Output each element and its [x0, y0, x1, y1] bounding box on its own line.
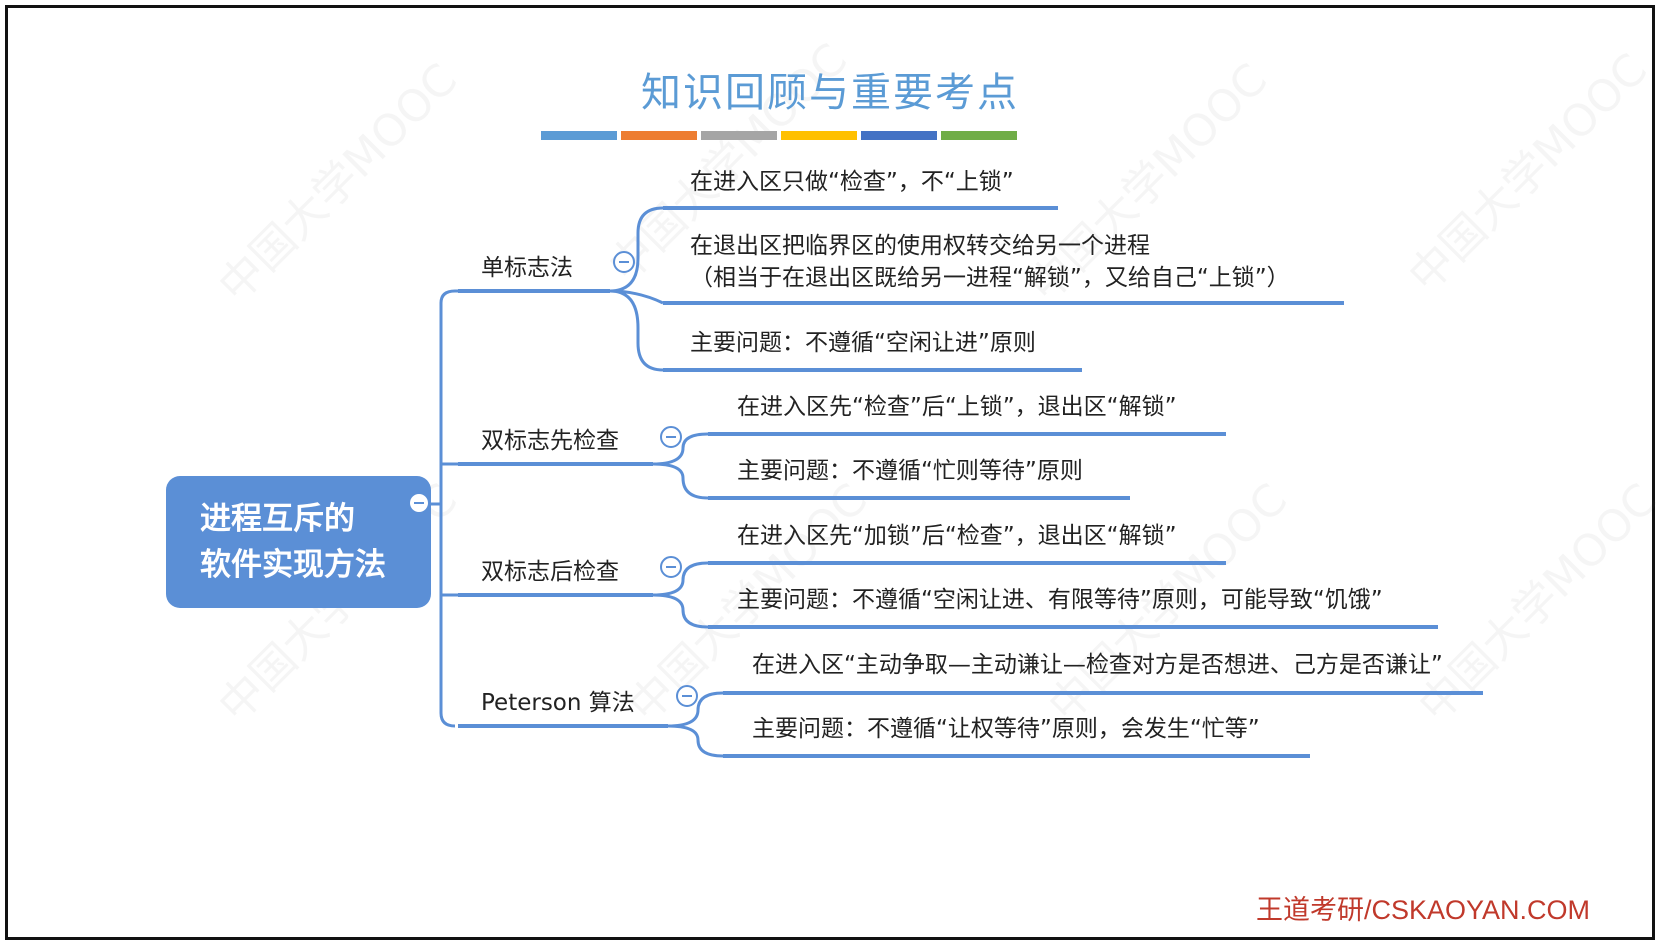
root-collapse-button[interactable]	[408, 492, 430, 514]
mindmap-connectors	[431, 206, 1483, 758]
leaf-node-line2: （相当于在退出区既给另一进程“解锁”，又给自己“上锁”）	[690, 265, 1290, 291]
leaf-node[interactable]: 在进入区先“加锁”后“检查”，退出区“解锁”	[737, 523, 1177, 549]
root-node-line2: 软件实现方法	[200, 547, 386, 583]
connector-branch2	[652, 432, 709, 466]
connector-root-trunk	[439, 289, 458, 728]
connector-branch4	[667, 691, 724, 728]
connector-branch3	[652, 593, 709, 629]
color-bar	[701, 131, 777, 140]
connector-branch1	[609, 206, 664, 293]
color-bar	[621, 131, 697, 140]
branch-label[interactable]: 双标志先检查	[481, 428, 619, 454]
connector-branch1	[609, 289, 664, 372]
branch-collapse-button[interactable]	[613, 251, 635, 273]
color-bar	[941, 131, 1017, 140]
leaf-node[interactable]: 在进入区先“检查”后“上锁”，退出区“解锁”	[737, 394, 1177, 420]
leaf-node[interactable]: 主要问题：不遵循“空闲让进”原则	[690, 330, 1036, 356]
connector-branch3	[652, 561, 709, 597]
leaf-node[interactable]: 在进入区只做“检查”，不“上锁”	[690, 169, 1014, 195]
slide-frame: 中国大学MOOC 中国大学MOOC 中国大学MOOC 中国大学MOOC 中国大学…	[5, 5, 1666, 940]
branch-collapse-button[interactable]	[676, 685, 698, 707]
slide-title: 知识回顾与重要考点	[641, 70, 1019, 116]
connector-branch2	[652, 462, 709, 500]
root-node[interactable]: 进程互斥的 软件实现方法	[166, 476, 431, 608]
leaf-node[interactable]: 在进入区“主动争取—主动谦让—检查对方是否想进、己方是否谦让”	[752, 652, 1443, 678]
branch-collapse-button[interactable]	[660, 556, 682, 578]
branch-collapse-button[interactable]	[660, 426, 682, 448]
root-node-line1: 进程互斥的	[200, 501, 355, 537]
leaf-node[interactable]: 主要问题：不遵循“忙则等待”原则	[737, 458, 1083, 484]
leaf-node[interactable]: 主要问题：不遵循“空闲让进、有限等待”原则，可能导致“饥饿”	[737, 587, 1383, 613]
color-bar	[781, 131, 857, 140]
footer-brand: 王道考研/CSKAOYAN.COM	[1255, 895, 1590, 925]
leaf-node[interactable]: 在退出区把临界区的使用权转交给另一个进程	[690, 233, 1150, 259]
connector-branch4	[667, 724, 724, 758]
color-bar	[541, 131, 617, 140]
branch-label[interactable]: 单标志法	[481, 255, 573, 281]
color-bar	[861, 131, 937, 140]
leaf-node[interactable]: 主要问题：不遵循“让权等待”原则，会发生“忙等”	[752, 716, 1260, 742]
branch-label[interactable]: 双标志后检查	[481, 559, 619, 585]
branch-label[interactable]: Peterson 算法	[481, 690, 635, 716]
